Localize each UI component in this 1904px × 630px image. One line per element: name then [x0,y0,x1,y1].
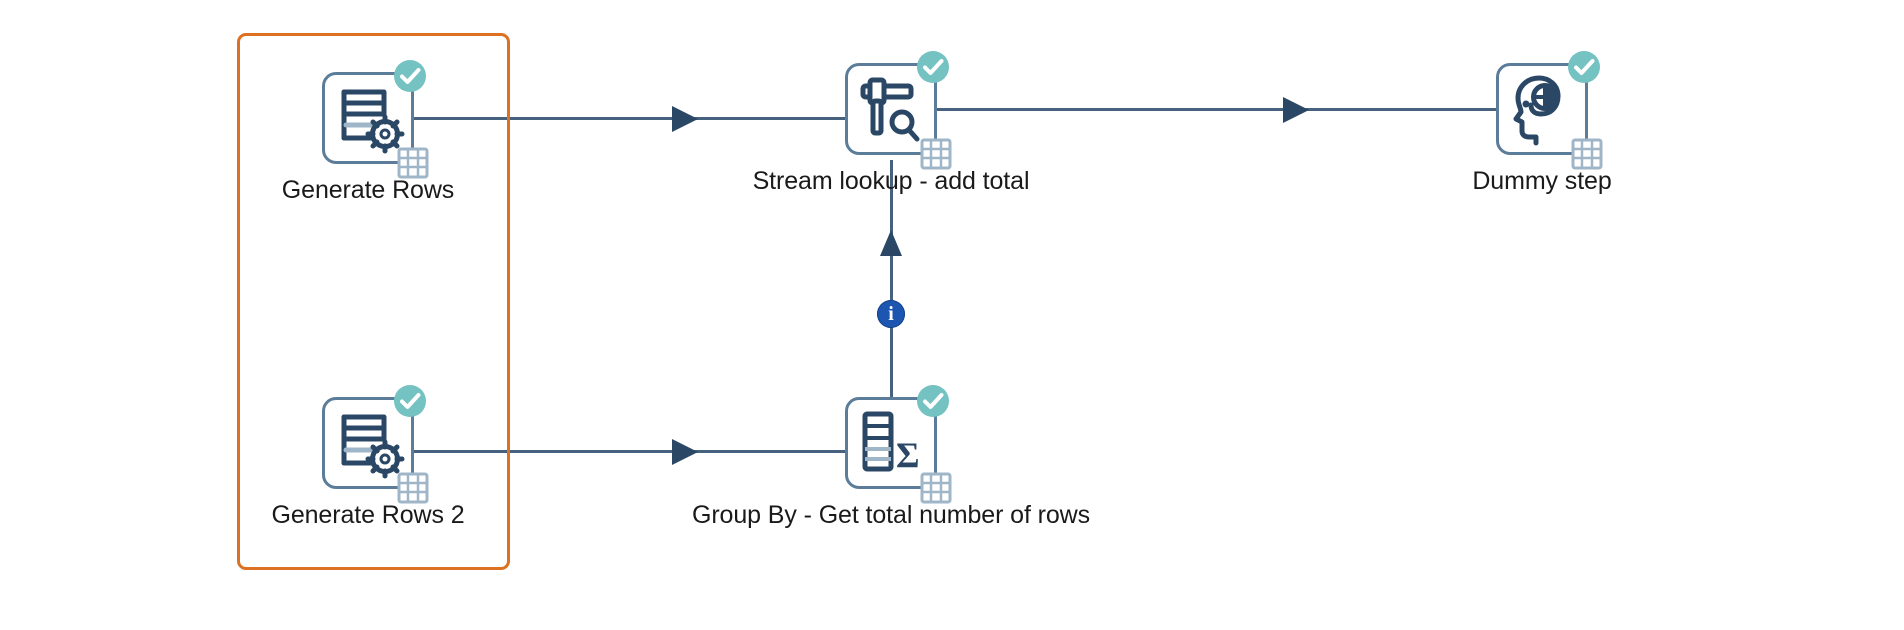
magnifier-icon [889,109,920,142]
hop-generate-rows-to-stream-lookup[interactable] [414,117,848,120]
group-by-icon: Σ [862,411,920,475]
generate-rows-icon [341,414,405,479]
node-frame [322,397,414,489]
hop-group-by-to-stream-lookup[interactable] [890,160,893,400]
generate-rows-icon [341,89,405,154]
node-label-dummy-step: Dummy step [1472,167,1612,195]
gear-icon [365,439,405,479]
status-success-check-icon [394,60,426,92]
hop-generate-rows-2-to-group-by[interactable] [414,450,848,453]
data-grid-icon [1571,138,1603,170]
pipeline-node-generate-rows-2[interactable]: Generate Rows 2 [271,385,465,529]
data-grid-icon [920,138,952,170]
brain-gear-icon [1531,83,1559,111]
pipeline-node-stream-lookup[interactable]: Stream lookup - add total [753,51,1030,195]
pipeline-node-dummy-step[interactable]: Dummy step [1472,51,1612,195]
dummy-step-icon [1513,75,1561,146]
data-grid-icon [920,472,952,504]
data-grid-icon [397,147,429,179]
stream-lookup-icon [860,77,920,142]
status-success-check-icon [917,51,949,83]
data-grid-icon [397,472,429,504]
table-column-icon [862,411,894,472]
node-label-generate-rows: Generate Rows [281,176,455,204]
hop-arrow-generate-rows-to-stream-lookup [672,106,698,132]
node-label-group-by: Group By - Get total number of rows [691,501,1091,529]
sigma-symbol: Σ [896,435,920,475]
hop-stream-lookup-to-dummy-step[interactable] [936,108,1500,111]
hop-info-icon[interactable]: i [877,300,905,328]
status-success-check-icon [1568,51,1600,83]
hammer-icon [860,77,914,136]
pipeline-node-generate-rows[interactable]: Generate Rows [282,60,454,204]
hop-arrow-group-by-to-stream-lookup [880,230,902,256]
hop-arrow-stream-lookup-to-dummy-step [1283,97,1309,123]
status-success-check-icon [394,385,426,417]
node-label-generate-rows-2: Generate Rows 2 [271,501,465,529]
node-frame [845,63,937,155]
node-label-stream-lookup: Stream lookup - add total [752,167,1030,195]
status-success-check-icon [917,385,949,417]
gear-icon [365,114,405,154]
hop-arrow-generate-rows-2-to-group-by [672,439,698,465]
pipeline-node-group-by[interactable]: Σ Group By - Get total number of rows [692,385,1090,529]
